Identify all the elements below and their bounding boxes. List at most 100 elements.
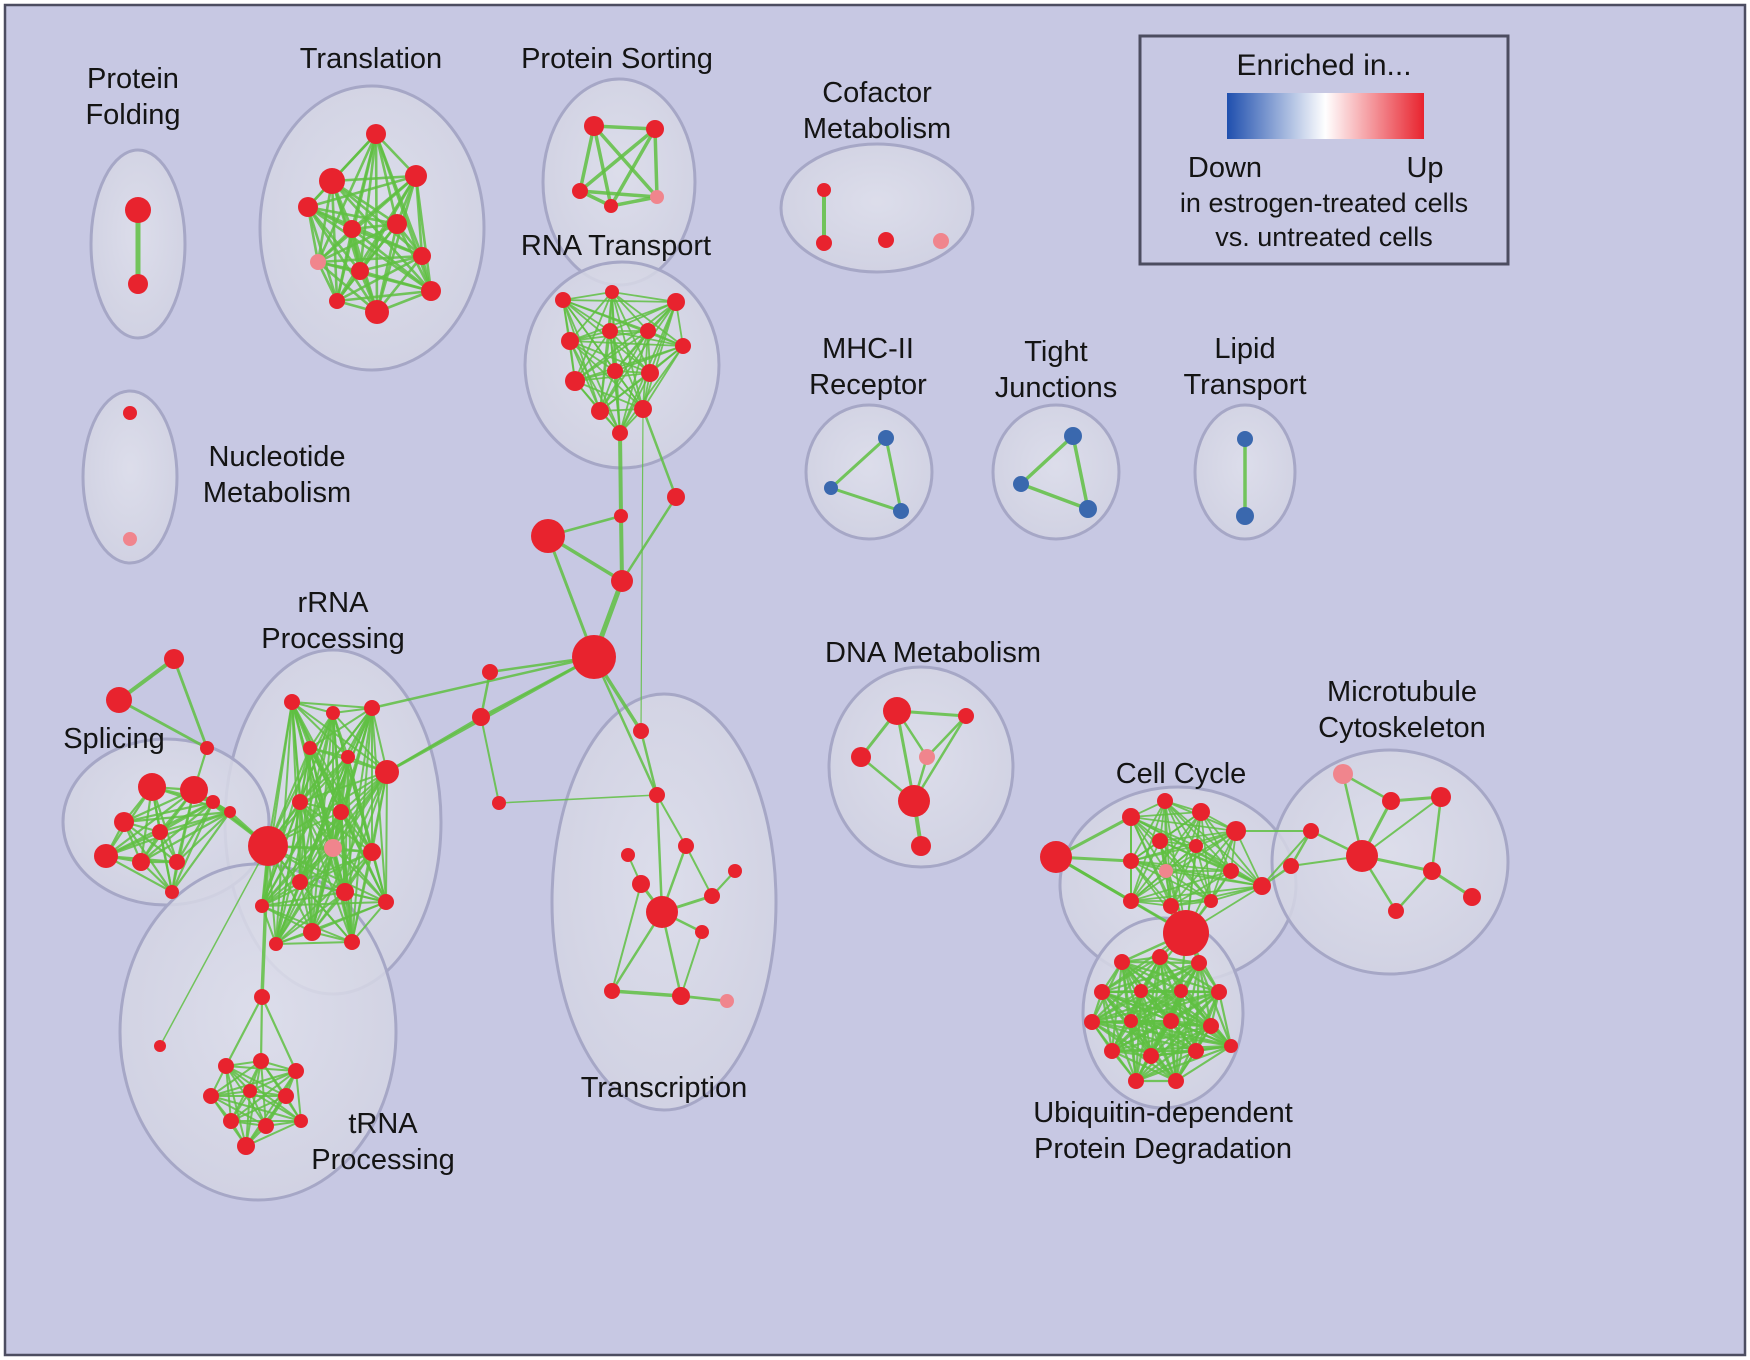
network-node-tn5 bbox=[243, 1084, 257, 1098]
network-node-pf2 bbox=[128, 274, 148, 294]
network-edge bbox=[275, 801, 301, 945]
network-node-cf2 bbox=[816, 235, 832, 251]
network-edge bbox=[175, 810, 232, 864]
network-node-ub1 bbox=[1114, 954, 1130, 970]
network-node-tn4 bbox=[203, 1088, 219, 1104]
network-node-rt3 bbox=[667, 293, 685, 311]
network-edge bbox=[275, 881, 301, 945]
network-node-tg2 bbox=[106, 687, 132, 713]
network-node-cc7 bbox=[1189, 839, 1203, 853]
network-node-cc11 bbox=[1253, 877, 1271, 895]
network-node-cc4 bbox=[1192, 803, 1210, 821]
network-edge bbox=[414, 174, 433, 293]
network-edge bbox=[1134, 1044, 1233, 1083]
network-node-tj1 bbox=[1064, 427, 1082, 445]
network-edge bbox=[1090, 1020, 1198, 1053]
network-node-ub2 bbox=[1152, 949, 1168, 965]
network-node-tn7 bbox=[223, 1113, 239, 1129]
legend-up-label: Up bbox=[1406, 152, 1443, 184]
network-edge bbox=[335, 254, 424, 303]
network-node-rr8 bbox=[333, 804, 349, 820]
network-edge bbox=[610, 989, 683, 998]
network-node-ub7 bbox=[1211, 984, 1227, 1000]
network-edge bbox=[275, 891, 346, 945]
network-edge bbox=[1235, 830, 1263, 887]
network-edge bbox=[311, 847, 334, 933]
network-node-ub5 bbox=[1134, 984, 1148, 998]
network-edge bbox=[656, 794, 687, 847]
network-edge bbox=[1130, 885, 1263, 902]
cluster-label-nucleotide-metabolism: Nucleotide bbox=[208, 441, 345, 473]
network-node-rt13 bbox=[612, 425, 628, 441]
network-edge bbox=[1130, 870, 1232, 902]
network-edge bbox=[358, 269, 433, 293]
network-node-rr6 bbox=[375, 760, 399, 784]
network-edge bbox=[316, 254, 424, 264]
network-node-ub14 bbox=[1188, 1043, 1204, 1059]
cluster-label-microtubule-cytoskeleton: Cytoskeleton bbox=[1318, 712, 1486, 744]
network-node-rr5 bbox=[341, 750, 355, 764]
network-edge bbox=[245, 1090, 251, 1147]
network-edge bbox=[619, 345, 684, 434]
network-node-cc3 bbox=[1157, 793, 1173, 809]
network-edge bbox=[1261, 830, 1312, 887]
cluster-label-translation: Translation bbox=[300, 43, 442, 75]
network-node-rr17 bbox=[269, 937, 283, 951]
cluster-label-mhc-ii-receptor: Receptor bbox=[809, 369, 927, 401]
network-node-cf3 bbox=[878, 232, 894, 248]
network-node-tl11 bbox=[421, 281, 441, 301]
network-edge bbox=[1130, 830, 1237, 862]
network-edge bbox=[1090, 989, 1183, 1024]
network-node-tc6 bbox=[646, 896, 678, 928]
network-edge bbox=[245, 1120, 302, 1147]
network-node-rrH bbox=[248, 826, 288, 866]
network-edge bbox=[619, 330, 649, 434]
cluster-label-rna-transport: RNA Transport bbox=[521, 230, 711, 262]
network-node-tl8 bbox=[351, 262, 369, 280]
legend-subtitle-line1: in estrogen-treated cells bbox=[1180, 188, 1468, 218]
network-edge bbox=[1130, 800, 1166, 902]
network-node-pf1 bbox=[125, 197, 151, 223]
network-node-rr7 bbox=[292, 794, 308, 810]
network-node-hb6 bbox=[472, 708, 490, 726]
network-node-mt6 bbox=[1423, 862, 1441, 880]
network-edge bbox=[1130, 860, 1212, 902]
legend-down-label: Down bbox=[1188, 152, 1262, 184]
network-node-tn11 bbox=[154, 1040, 166, 1052]
cluster-ellipse-nucleotide-metabolism bbox=[81, 389, 179, 565]
network-node-ps3 bbox=[572, 183, 588, 199]
network-edge bbox=[249, 1090, 302, 1122]
cluster-label-mhc-ii-receptor: MHC-II bbox=[822, 333, 914, 365]
network-edge bbox=[884, 436, 903, 513]
network-edge bbox=[306, 205, 339, 303]
network-node-mt3 bbox=[1431, 787, 1451, 807]
network-edge bbox=[117, 698, 209, 750]
network-node-tn6 bbox=[278, 1088, 294, 1104]
network-node-ub9 bbox=[1124, 1014, 1138, 1028]
network-edge bbox=[569, 291, 613, 342]
network-node-tl12 bbox=[329, 293, 345, 309]
network-node-tg3 bbox=[200, 741, 214, 755]
network-node-ps4 bbox=[604, 199, 618, 213]
network-edge bbox=[1165, 830, 1237, 872]
cluster-label-ubiquitin-degradation: Protein Degradation bbox=[1034, 1133, 1292, 1165]
cluster-label-protein-folding: Folding bbox=[85, 99, 180, 131]
network-edge bbox=[685, 845, 713, 897]
cluster-label-cofactor-metabolism: Cofactor bbox=[822, 77, 932, 109]
network-edge bbox=[618, 431, 623, 518]
network-edge bbox=[335, 289, 433, 303]
network-edge bbox=[611, 883, 642, 992]
network-edge bbox=[925, 714, 968, 759]
network-edge bbox=[1165, 811, 1202, 872]
cluster-label-protein-folding: Protein bbox=[87, 63, 179, 95]
network-node-sp1 bbox=[138, 773, 166, 801]
network-node-dm6 bbox=[911, 836, 931, 856]
network-edge bbox=[275, 941, 353, 945]
network-node-cc6 bbox=[1152, 833, 1168, 849]
network-edge bbox=[316, 222, 399, 264]
network-node-mt1 bbox=[1333, 764, 1353, 784]
network-edge bbox=[569, 340, 621, 434]
legend-subtitle-line2: vs. untreated cells bbox=[1215, 222, 1433, 252]
cluster-label-tight-junctions: Tight bbox=[1024, 336, 1087, 368]
